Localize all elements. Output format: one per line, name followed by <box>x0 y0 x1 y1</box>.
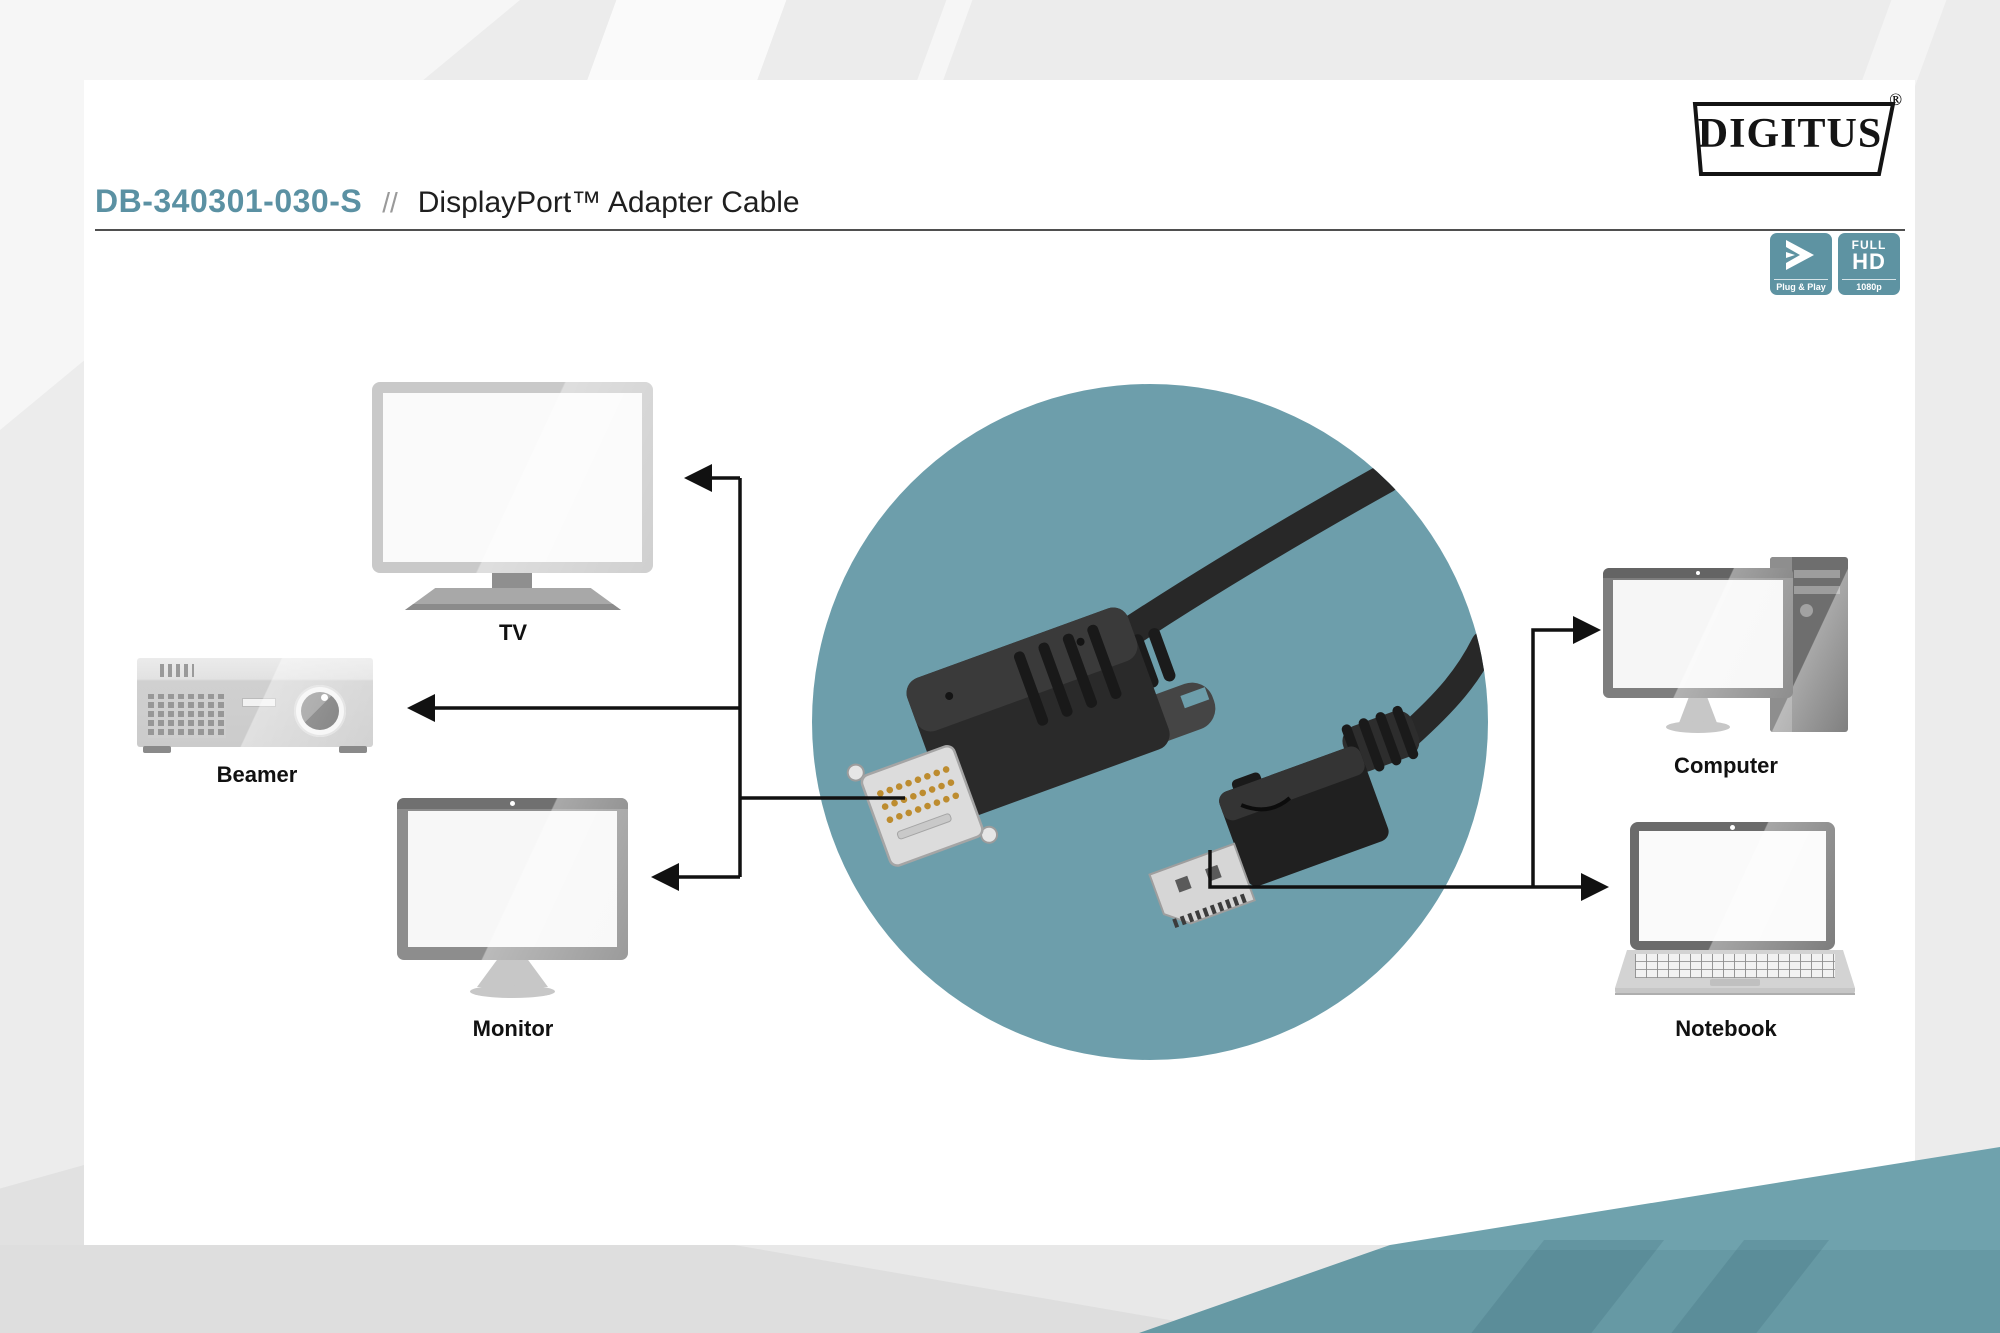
tower-drive-bay <box>1794 570 1840 578</box>
tv-screen <box>383 393 642 562</box>
monitor-base <box>470 985 555 998</box>
plug-and-play-badge: Plug & Play <box>1770 233 1832 295</box>
dvi-connector-icon <box>846 607 1176 867</box>
notebook-graphic <box>1615 822 1855 1002</box>
tower-power-button-icon <box>1800 604 1813 617</box>
digitus-logo: DIGITUS ® <box>1688 90 1902 180</box>
monitor-webcam-icon <box>510 801 515 806</box>
title-rule <box>95 229 1905 231</box>
dvi-pins <box>877 766 960 824</box>
beamer-front-vent <box>148 694 226 738</box>
plug-and-play-label: Plug & Play <box>1774 279 1828 292</box>
notebook-webcam-icon <box>1730 825 1735 830</box>
beamer-lens <box>294 685 346 737</box>
beamer-lens-highlight <box>321 694 328 701</box>
computer-monitor-screen <box>1613 580 1783 688</box>
displayport-teeth <box>1172 893 1247 929</box>
beamer-foot <box>143 746 171 753</box>
full-hd-mid: HD <box>1852 249 1886 274</box>
beamer-top-vent <box>160 664 194 677</box>
beamer-slot <box>242 698 276 707</box>
beamer-foot <box>339 746 367 753</box>
tower-drive-bay <box>1794 586 1840 594</box>
tv-graphic <box>372 382 653 612</box>
product-code: DB-340301-030-S <box>95 183 363 219</box>
logo-text: DIGITUS <box>1697 111 1883 157</box>
computer-monitor-base <box>1666 721 1730 733</box>
beamer-label: Beamer <box>216 762 298 787</box>
beamer-body <box>137 658 373 747</box>
beamer-lens-glass <box>301 692 339 730</box>
notebook-base <box>1615 988 1855 995</box>
full-hd-badge: FULL HD 1080p <box>1838 233 1900 295</box>
registered-trademark: ® <box>1889 90 1902 109</box>
cable-photo-circle <box>812 384 1488 1060</box>
beamer-graphic <box>137 658 373 753</box>
tv-neck <box>492 573 532 588</box>
logo-outline-icon <box>1692 102 1896 176</box>
notebook-label: Notebook <box>1675 1016 1777 1041</box>
computer-webcam-icon <box>1696 571 1700 575</box>
monitor-frame <box>397 798 628 960</box>
notebook-screen-frame <box>1630 822 1835 950</box>
tv-stand <box>405 588 621 610</box>
plug-and-play-arrow-icon <box>1786 240 1814 270</box>
monitor-screen <box>408 811 617 947</box>
computer-monitor-frame <box>1603 568 1793 698</box>
full-hd-top: FULL <box>1851 238 1887 252</box>
tv-label: TV <box>498 620 528 645</box>
full-hd-bottom: 1080p <box>1842 279 1896 292</box>
monitor-stand <box>477 960 548 987</box>
monitor-graphic <box>397 798 628 1000</box>
computer-graphic <box>1603 557 1853 757</box>
cable-photo <box>846 463 1488 929</box>
displayport-cable <box>1395 631 1488 749</box>
tv-frame <box>372 382 653 573</box>
monitor-label: Monitor <box>472 1016 554 1041</box>
computer-label: Computer <box>1674 753 1778 778</box>
computer-monitor-stand <box>1679 698 1717 723</box>
notebook-keyboard-deck <box>1615 950 1855 988</box>
notebook-screen <box>1639 831 1826 941</box>
notebook-trackpad <box>1710 979 1760 986</box>
page-title: DB-340301-030-S // DisplayPort™ Adapter … <box>95 183 800 220</box>
title-separator: // <box>382 187 398 218</box>
notebook-keyboard <box>1635 954 1835 978</box>
product-name: DisplayPort™ Adapter Cable <box>417 186 800 219</box>
